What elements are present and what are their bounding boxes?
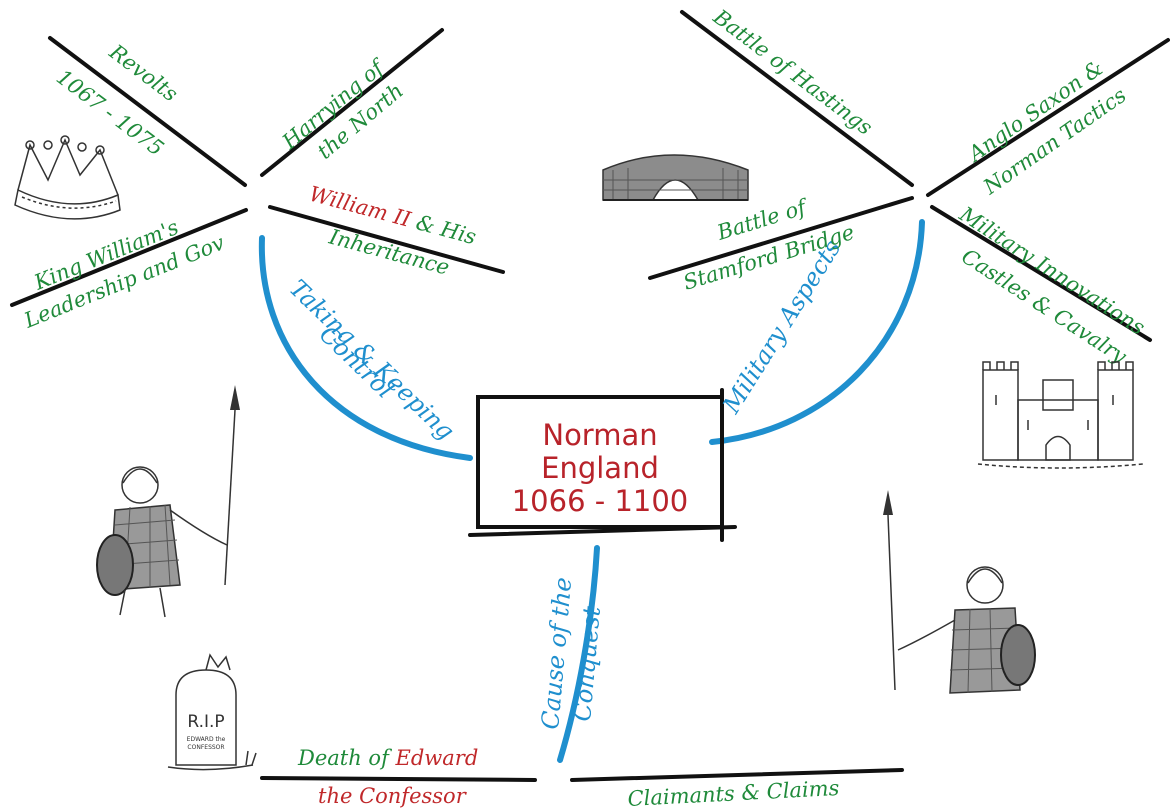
hastings-label: Battle of Hastings (708, 4, 877, 140)
edward-line (260, 776, 537, 782)
king-william-line (10, 208, 248, 307)
innovations-line (930, 205, 1152, 342)
branch-lines (10, 10, 1170, 782)
hastings-line (680, 10, 914, 187)
william-ii-line (268, 205, 505, 274)
tactics-line (926, 38, 1170, 197)
bridge-icon (602, 154, 749, 201)
tombstone-icon: R.I.P EDWARD the CONFESSOR (167, 653, 257, 771)
military-branch (709, 219, 925, 445)
edward-label-line1: Death of Edward (297, 746, 478, 770)
claimants-line (570, 768, 904, 782)
center-title-line2: England (541, 451, 659, 485)
edward-label-line2: the Confessor (318, 784, 468, 808)
left-soldier-icon (96, 385, 240, 618)
castle-icon (977, 361, 1144, 469)
revolts-line (48, 36, 247, 187)
tombstone-rip-text: R.I.P (187, 712, 224, 732)
harrying-line (260, 28, 444, 177)
tombstone-small-text-2: CONFESSOR (187, 744, 224, 751)
claimants-label: Claimants & Claims (627, 776, 840, 811)
tombstone-small-text-1: EDWARD the (187, 736, 226, 743)
stamford-line (648, 196, 914, 280)
center-title-line3: 1066 - 1100 (512, 484, 689, 518)
right-soldier-icon (883, 490, 1036, 694)
cause-branch (557, 545, 600, 763)
center-box: Norman England 1066 - 1100 (468, 388, 737, 542)
cause-label-line2: Conquest (568, 605, 606, 723)
revolts-label-line1: Revolts (104, 39, 182, 106)
main-branches (258, 219, 925, 763)
crown-icon (14, 135, 121, 220)
taking-keeping-branch (258, 235, 473, 461)
center-title-line1: Norman (542, 418, 657, 452)
